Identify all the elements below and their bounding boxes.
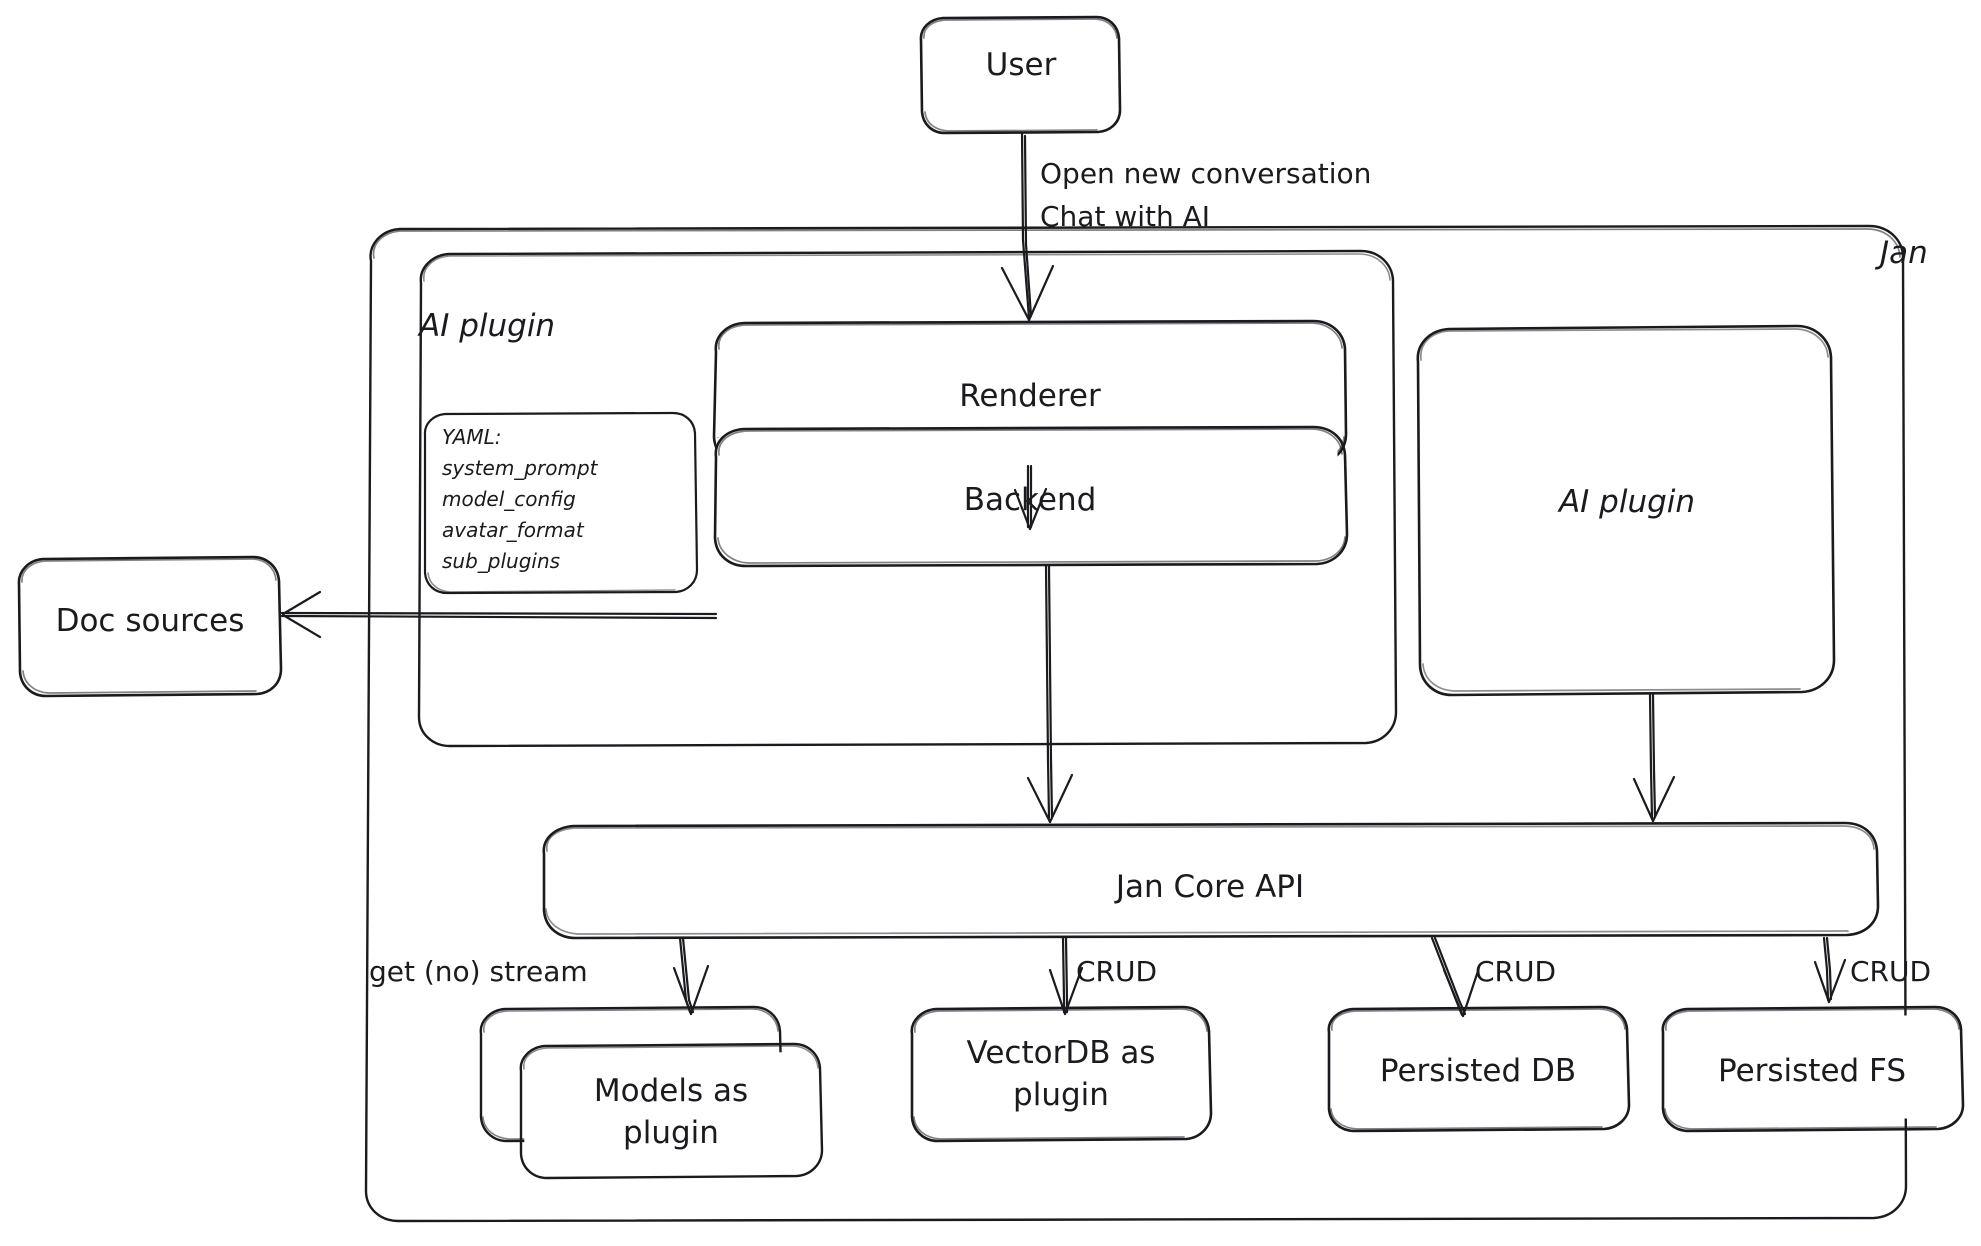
doc-sources-label: Doc sources <box>55 603 245 639</box>
user-label: User <box>985 47 1057 83</box>
edge-label-open-new-conversation: Open new conversation <box>1040 157 1372 190</box>
ai-plugin-container-label: AI plugin <box>419 308 556 344</box>
edge-label-crud-persisted-fs: CRUD <box>1850 955 1932 988</box>
yaml-card-title: YAML: <box>442 425 502 449</box>
models-as-plugin-shape <box>479 1005 824 1180</box>
edge-core-to-persisted-fs <box>1813 936 1847 1004</box>
renderer-label: Renderer <box>959 378 1101 414</box>
edge-label-crud-vectordb: CRUD <box>1076 955 1158 988</box>
edge-backend-to-core <box>1026 564 1074 824</box>
backend-label: Backend <box>963 482 1097 518</box>
models-as-plugin-label-line1: Models as <box>593 1073 749 1109</box>
ai-plugin-right-label: AI plugin <box>1558 484 1696 520</box>
yaml-item-system-prompt: system_prompt <box>442 456 598 480</box>
persisted-db-shape <box>1327 1005 1631 1133</box>
yaml-card-shape <box>423 411 699 595</box>
jan-core-api-label: Jan Core API <box>1115 869 1305 905</box>
yaml-item-avatar-format: avatar_format <box>442 518 584 542</box>
yaml-item-sub-plugins: sub_plugins <box>442 549 561 573</box>
edge-renderer-to-backend <box>1013 464 1048 531</box>
edge-label-chat-with-ai: Chat with AI <box>1040 200 1211 233</box>
persisted-db-label: Persisted DB <box>1379 1053 1577 1089</box>
ai-plugin-container-shape <box>417 249 1398 748</box>
edge-core-to-persisted-db <box>1430 936 1480 1018</box>
ai-plugin-right-shape <box>1416 324 1836 697</box>
user-shape <box>919 15 1122 135</box>
edge-user-to-renderer <box>1000 131 1055 322</box>
jan-container-shape <box>364 224 1908 1223</box>
jan-core-api-shape <box>542 821 1880 940</box>
models-as-plugin-label-line2: plugin <box>623 1115 719 1151</box>
edge-label-get-no-stream: get (no) stream <box>369 955 588 988</box>
vectordb-as-plugin-shape <box>910 1005 1213 1143</box>
vectordb-as-plugin-label-line2: plugin <box>1013 1077 1109 1113</box>
edge-backend-to-doc-sources <box>280 590 718 639</box>
edge-aiplugin-to-core <box>1632 693 1676 823</box>
yaml-item-model-config: model_config <box>442 487 576 511</box>
jan-container-label: Jan <box>1880 235 1928 271</box>
edge-core-to-models <box>672 936 710 1016</box>
persisted-fs-shape <box>1661 1005 1965 1133</box>
doc-sources-shape <box>17 555 283 698</box>
vectordb-as-plugin-label-line1: VectorDB as <box>966 1035 1156 1071</box>
persisted-fs-label: Persisted FS <box>1717 1053 1907 1089</box>
edge-core-to-vectordb <box>1048 936 1084 1016</box>
edge-label-crud-persisted-db: CRUD <box>1475 955 1557 988</box>
